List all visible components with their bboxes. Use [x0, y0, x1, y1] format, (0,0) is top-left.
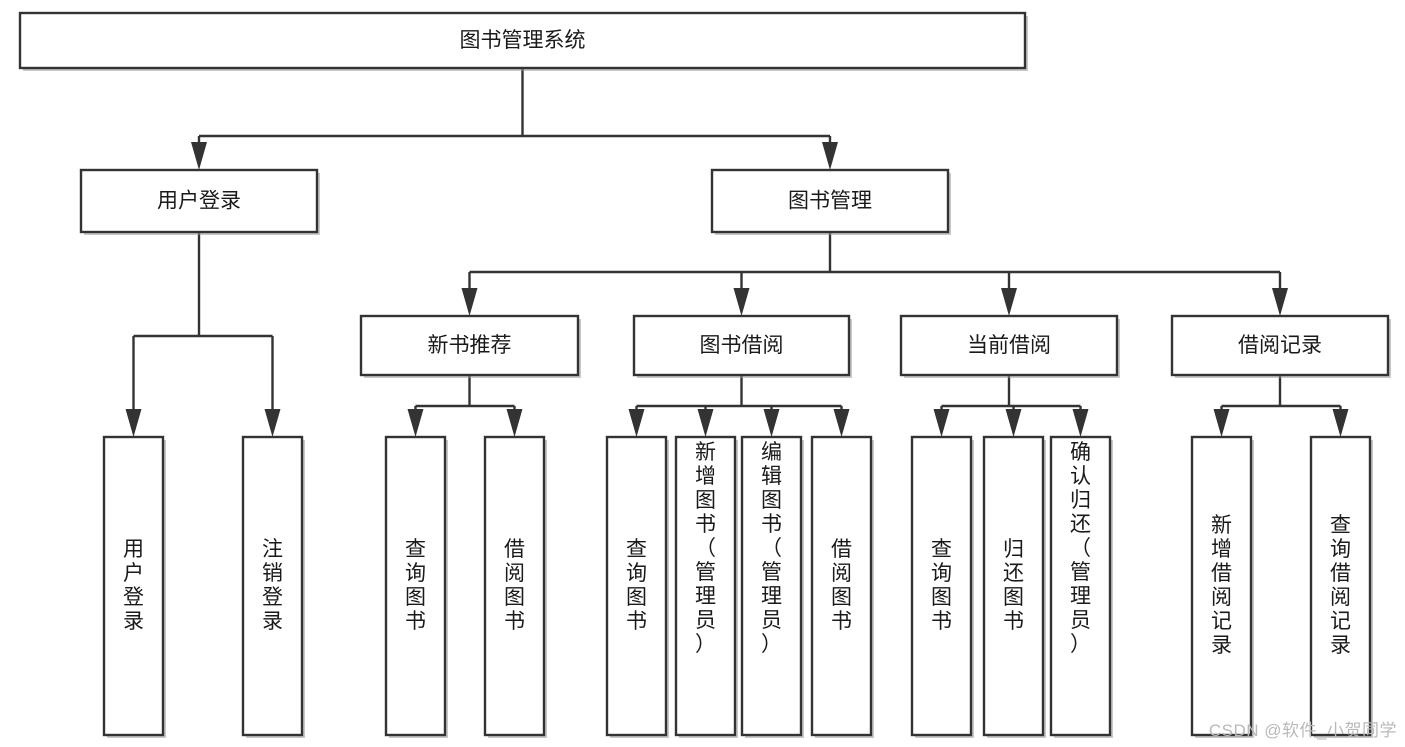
node-leaf-current-query[interactable]: 查询图书 — [910, 435, 974, 738]
arrow-head-icon — [833, 409, 850, 437]
node-label: 新增借阅记录 — [1211, 514, 1232, 657]
node-leaf-record-add[interactable]: 新增借阅记录 — [1190, 435, 1254, 738]
node-leaf-current-return[interactable]: 归还图书 — [982, 435, 1046, 738]
arrow-head-icon — [461, 288, 478, 316]
node-box[interactable] — [605, 435, 668, 737]
node-label: 新书推荐 — [428, 334, 512, 357]
node-label: 查询图书 — [931, 538, 952, 633]
node-root[interactable]: 图书管理系统 — [18, 11, 1028, 71]
node-label: 确认归还（管理员） — [1070, 441, 1091, 656]
arrow-head-icon — [933, 409, 950, 437]
node-box[interactable] — [384, 435, 447, 737]
node-box[interactable] — [910, 435, 973, 737]
node-label: 查询图书 — [626, 538, 647, 633]
node-current[interactable]: 当前借阅 — [899, 314, 1120, 378]
node-leaf-borrow-lend[interactable]: 借阅图书 — [810, 435, 874, 738]
node-box[interactable] — [483, 435, 546, 737]
node-newbook[interactable]: 新书推荐 — [359, 314, 581, 378]
node-leaf-user-logout[interactable]: 注销登录 — [241, 435, 305, 738]
node-box[interactable] — [674, 435, 737, 737]
node-box[interactable] — [982, 435, 1045, 737]
node-box[interactable] — [359, 314, 580, 377]
node-box[interactable] — [1049, 435, 1112, 737]
node-label: 查询借阅记录 — [1330, 514, 1351, 657]
node-login[interactable]: 用户登录 — [79, 168, 320, 235]
arrow-head-icon — [191, 142, 207, 170]
node-label: 用户登录 — [123, 538, 144, 633]
node-leaf-borrow-add[interactable]: 新增图书（管理员） — [674, 435, 738, 738]
node-label: 注销登录 — [262, 538, 283, 633]
node-label: 借阅图书 — [504, 538, 525, 633]
node-records[interactable]: 借阅记录 — [1170, 314, 1391, 378]
arrow-head-icon — [1213, 409, 1230, 437]
node-layer: 图书管理系统用户登录图书管理新书推荐图书借阅当前借阅借阅记录用户登录注销登录查询… — [18, 11, 1391, 738]
node-label: 用户登录 — [157, 190, 241, 213]
arrow-head-icon — [1001, 288, 1017, 316]
arrow-head-icon — [822, 142, 838, 170]
node-leaf-record-query[interactable]: 查询借阅记录 — [1309, 435, 1373, 738]
node-label: 图书借阅 — [700, 334, 784, 357]
arrow-head-icon — [628, 409, 645, 437]
connector-group-root — [191, 68, 838, 170]
node-box[interactable] — [740, 435, 803, 737]
node-bookmgmt[interactable]: 图书管理 — [710, 168, 951, 235]
node-leaf-borrow-query[interactable]: 查询图书 — [605, 435, 669, 738]
arrow-head-icon — [1272, 288, 1288, 316]
node-box[interactable] — [79, 168, 319, 234]
node-box[interactable] — [18, 11, 1027, 70]
arrow-head-icon — [763, 409, 780, 437]
node-label: 编辑图书（管理员） — [761, 441, 782, 656]
node-leaf-current-confirm[interactable]: 确认归还（管理员） — [1049, 435, 1113, 738]
node-box[interactable] — [710, 168, 950, 234]
node-label: 新增图书（管理员） — [695, 441, 716, 656]
connector-group-current — [933, 375, 1089, 437]
arrow-head-icon — [1005, 409, 1022, 437]
arrow-head-icon — [1332, 409, 1349, 437]
node-box[interactable] — [632, 314, 851, 377]
node-box[interactable] — [241, 435, 304, 737]
arrow-head-icon — [125, 409, 142, 437]
connector-group-records — [1213, 375, 1349, 437]
connector-layer — [125, 68, 1349, 437]
node-label: 归还图书 — [1003, 538, 1024, 633]
node-label: 当前借阅 — [967, 334, 1051, 357]
arrow-head-icon — [697, 409, 714, 437]
node-box[interactable] — [810, 435, 873, 737]
node-box[interactable] — [1170, 314, 1390, 377]
node-label: 查询图书 — [405, 538, 426, 633]
connector-group-borrow — [628, 375, 850, 437]
node-leaf-newbook-query[interactable]: 查询图书 — [384, 435, 448, 738]
node-leaf-user-login[interactable]: 用户登录 — [102, 435, 166, 738]
arrow-head-icon — [733, 288, 750, 316]
node-label: 借阅记录 — [1238, 334, 1322, 357]
node-box[interactable] — [899, 314, 1119, 377]
arrow-head-icon — [264, 409, 281, 437]
arrow-head-icon — [407, 409, 424, 437]
connector-group-bookmgmt — [461, 232, 1288, 316]
node-box[interactable] — [1309, 435, 1372, 737]
node-label: 借阅图书 — [831, 538, 852, 633]
node-box[interactable] — [1190, 435, 1253, 737]
node-label: 图书管理系统 — [460, 29, 586, 52]
arrow-head-icon — [1072, 409, 1089, 437]
arrow-head-icon — [506, 409, 523, 437]
node-leaf-borrow-edit[interactable]: 编辑图书（管理员） — [740, 435, 804, 738]
node-borrow[interactable]: 图书借阅 — [632, 314, 852, 378]
connector-group-newbook — [407, 375, 523, 437]
connector-group-login — [125, 232, 281, 437]
node-label: 图书管理 — [788, 190, 872, 213]
node-leaf-newbook-borrow[interactable]: 借阅图书 — [483, 435, 547, 738]
node-box[interactable] — [102, 435, 165, 737]
